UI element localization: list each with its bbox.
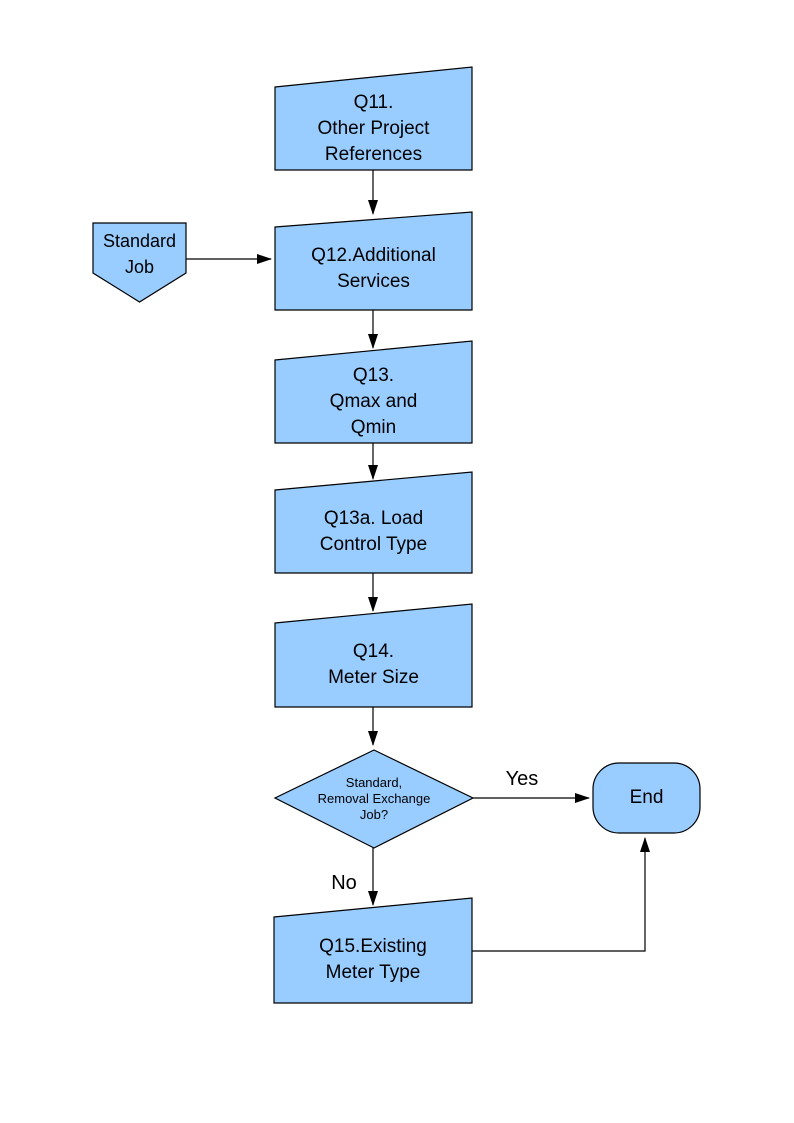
node-q15-shape [273,897,473,1004]
node-q13-shape [274,340,473,444]
node-standard-job-shape [92,222,187,303]
node-q11-shape [274,66,473,171]
node-end-shape [592,762,701,834]
node-decision-shape [273,749,475,849]
node-q14-shape [274,603,473,708]
node-q13a-shape [274,471,473,574]
node-q12-shape [274,211,473,311]
connector-q15-to-end [472,837,650,952]
